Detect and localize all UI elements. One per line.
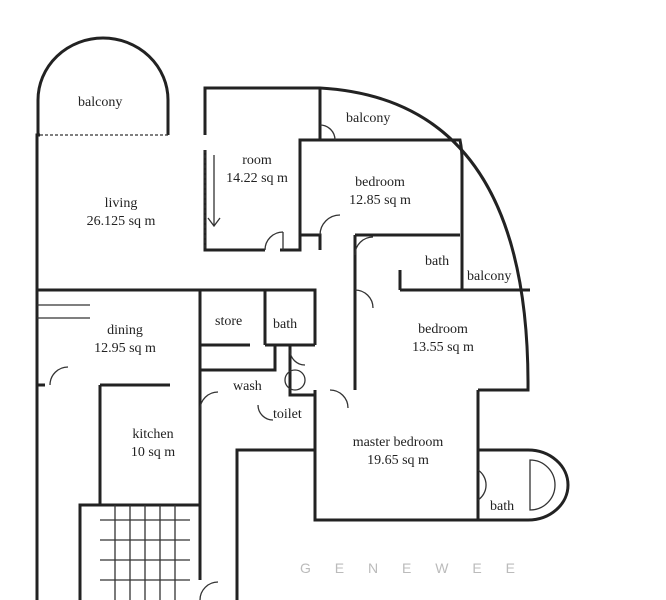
label-toilet: toilet [273,407,302,422]
label-bath-3: bath [490,499,515,514]
room-name: bedroom [418,322,468,337]
label-master-bedroom: master bedroom 19.65 sq m [333,434,463,470]
room-area: 19.65 sq m [367,453,429,468]
balcony-arc [36,36,170,135]
label-bedroom-2: bedroom 13.55 sq m [398,321,488,357]
room-area: 12.95 sq m [94,341,156,356]
label-bath-1: bath [425,254,450,269]
label-balcony-upper: balcony [346,111,391,126]
room-area: 13.55 sq m [412,340,474,355]
label-dining: dining 12.95 sq m [80,322,170,358]
label-balcony-top: balcony [78,95,123,110]
room-name: dining [107,323,143,338]
room-name: kitchen [132,427,174,442]
room-name: living [104,196,138,211]
label-wash: wash [233,379,262,394]
room-area: 12.85 sq m [349,193,411,208]
room-area: 26.125 sq m [86,214,156,229]
watermark: G E N E W E E [300,560,525,576]
label-store: store [215,314,243,329]
label-kitchen: kitchen 10 sq m [113,426,193,462]
label-balcony-right: balcony [467,269,512,284]
walls [35,36,570,600]
label-room: room 14.22 sq m [212,152,302,188]
room-area: 14.22 sq m [226,171,288,186]
label-bedroom-1: bedroom 12.85 sq m [335,174,425,210]
room-name: room [242,153,272,168]
room-name: master bedroom [352,435,444,450]
label-bath-2: bath [273,317,298,332]
room-area: 10 sq m [130,445,176,460]
label-living: living 26.125 sq m [76,195,166,231]
room-name: bedroom [355,175,405,190]
doors [49,124,487,600]
